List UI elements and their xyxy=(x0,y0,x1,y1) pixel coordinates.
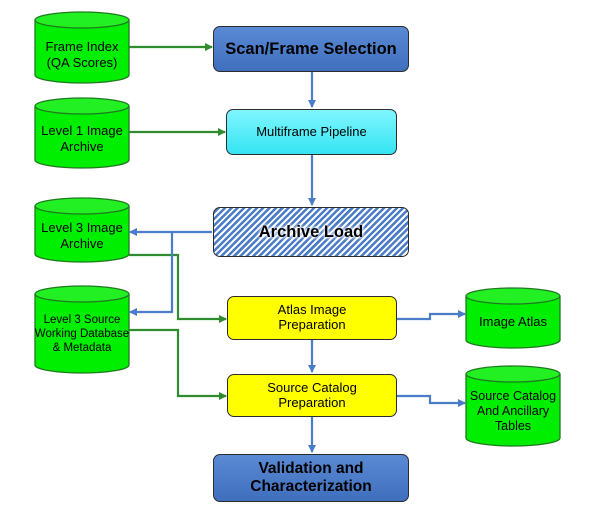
cylinder-source-catalog xyxy=(465,365,561,447)
scan-frame-selection-label: Scan/Frame Selection xyxy=(225,39,397,58)
cylinder-image-atlas xyxy=(465,287,561,349)
multiframe-pipeline-box: Multiframe Pipeline xyxy=(226,109,397,155)
cylinder-level1-archive xyxy=(34,97,130,169)
arrow-level3-source-to-catalog xyxy=(129,328,227,400)
cylinder-level3-archive xyxy=(34,197,130,263)
arrow-archive-load-to-level3-source xyxy=(129,232,174,316)
arrow-catalog-to-source-catalog xyxy=(397,394,466,407)
atlas-image-preparation-label: Atlas Image Preparation xyxy=(277,302,347,332)
validation-characterization-label: Validation and Characterization xyxy=(250,460,372,495)
multiframe-pipeline-label: Multiframe Pipeline xyxy=(256,123,367,139)
cylinder-level3-source xyxy=(34,285,130,374)
source-catalog-preparation-label: Source Catalog Preparation xyxy=(267,379,357,410)
archive-load-box: Archive Load xyxy=(213,207,409,257)
archive-load-label: Archive Load xyxy=(258,222,364,241)
atlas-image-preparation-box: Atlas Image Preparation xyxy=(227,296,397,340)
cylinder-frame-index xyxy=(34,11,130,84)
arrow-level3-archive-to-atlas xyxy=(129,253,227,323)
source-catalog-preparation-box: Source Catalog Preparation xyxy=(227,374,397,417)
arrow-atlas-to-image-atlas xyxy=(397,310,466,321)
validation-characterization-box: Validation and Characterization xyxy=(213,454,409,502)
scan-frame-selection-box: Scan/Frame Selection xyxy=(213,26,409,72)
